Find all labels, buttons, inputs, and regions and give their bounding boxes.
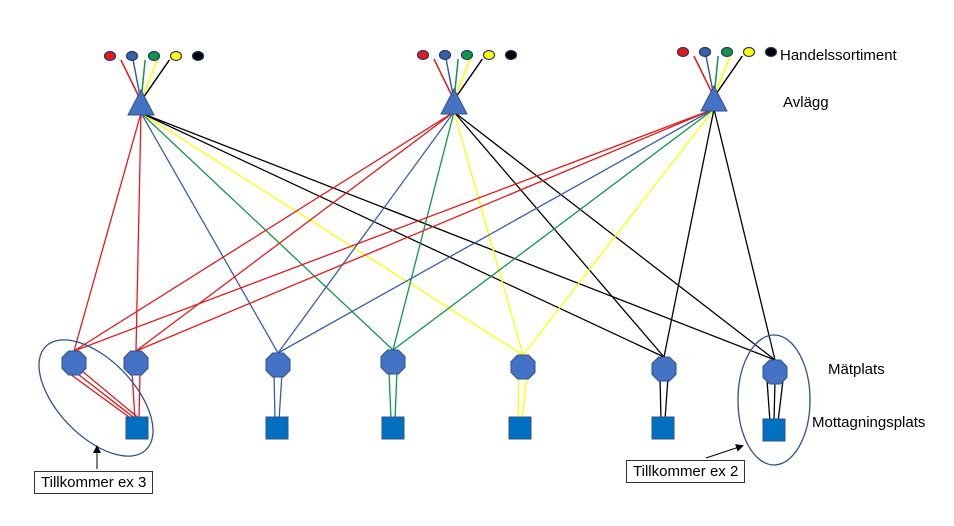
assortment-dot-0-3: [169, 50, 183, 62]
assortment-dot-0-4: [191, 50, 205, 62]
assortment-layer: [103, 46, 778, 102]
assortment-dot-0-1: [125, 50, 139, 62]
flow-edge-2-2: [277, 108, 715, 354]
callout-ex2: Tillkommer ex 2: [626, 460, 746, 483]
site-link-1-1: [138, 370, 141, 421]
assortment-stem-2-0: [693, 55, 715, 98]
flow-edge-0-2: [140, 112, 279, 354]
site-link-0-2: [81, 370, 142, 421]
site-link-5-1: [664, 376, 669, 421]
measuring-site-octagon-2: [265, 352, 291, 378]
flow-edge-0-4: [140, 112, 524, 356]
assortment-stem-1-0: [433, 58, 455, 101]
site-link-1-0: [131, 370, 136, 421]
receiving-site-square-4: [651, 416, 675, 440]
flow-edge-0-3: [140, 112, 394, 351]
assortment-dot-2-0: [676, 46, 690, 58]
landing-triangle-2: [700, 84, 728, 112]
site-link-2-1: [278, 372, 283, 421]
flow-edge-0-6: [140, 112, 776, 361]
receiving-site-square-2: [381, 416, 405, 440]
matplats-label: Mätplats: [828, 361, 885, 378]
assortment-dot-0-2: [147, 50, 161, 62]
assortment-dot-2-4: [764, 46, 778, 58]
flow-edge-1-0: [73, 111, 455, 352]
measuring-site-octagon-6: [762, 359, 788, 385]
assortment-dot-1-3: [482, 49, 496, 61]
assortment-dot-2-1: [698, 46, 712, 58]
flow-edge-1-1: [135, 111, 455, 352]
callout-ex3: Tillkommer ex 3: [34, 471, 154, 494]
landing-triangle-1: [440, 87, 468, 115]
measuring-site-octagon-3: [380, 349, 406, 375]
flow-edge-1-5: [453, 111, 665, 358]
assortment-dot-1-1: [438, 49, 452, 61]
assortment-stem-0-0: [120, 59, 142, 102]
site-link-4-1: [521, 374, 528, 421]
site-link-6-2: [777, 379, 784, 423]
avlagg-label: Avlägg: [783, 94, 829, 111]
landing-triangle-0: [127, 88, 155, 116]
receiving-site-square-1: [265, 416, 289, 440]
assortment-dot-1-2: [460, 49, 474, 61]
site-link-0-0: [65, 370, 134, 421]
site-link-6-0: [766, 379, 771, 423]
site-link-5-0: [659, 376, 662, 421]
flow-edge-1-2: [277, 111, 455, 354]
flow-edge-2-1: [135, 108, 715, 352]
measuring-site-octagon-1: [123, 350, 149, 376]
assortment-dot-1-0: [416, 49, 430, 61]
flow-edge-2-4: [522, 108, 715, 356]
flow-edge-2-0: [73, 108, 715, 352]
site-link-6-1: [773, 379, 776, 423]
measuring-site-octagon-5: [651, 356, 677, 382]
handelssortiment-label: Handelssortiment: [780, 47, 897, 64]
receiving-site-square-0: [125, 416, 149, 440]
flow-edge-1-4: [453, 111, 524, 356]
flow-edge-0-5: [140, 112, 665, 358]
assortment-stem-2-4: [713, 55, 743, 98]
assortment-stem-1-4: [453, 58, 483, 101]
assortment-dot-0-0: [103, 50, 117, 62]
arrow-ex2: [705, 444, 744, 459]
flow-edge-0-1: [135, 112, 142, 352]
node-layer: [61, 84, 788, 442]
assortment-dot-2-2: [720, 46, 734, 58]
highlight-ellipse-ex3: [38, 339, 154, 457]
site-link-4-0: [517, 374, 520, 421]
assortment-dot-1-4: [504, 49, 518, 61]
highlight-ellipse-ex2: [737, 334, 811, 466]
receiving-site-square-5: [762, 418, 786, 442]
site-link-2-0: [273, 372, 276, 421]
assortment-dot-2-3: [742, 46, 756, 58]
flow-edge-2-5: [663, 108, 715, 358]
edge-layer: [65, 108, 784, 423]
receiving-site-square-3: [508, 416, 532, 440]
flow-edge-0-0: [73, 112, 142, 352]
flow-edge-2-6: [713, 108, 776, 361]
measuring-site-octagon-4: [510, 354, 536, 380]
annotation-layer: [38, 334, 811, 469]
mottagningsplats-label: Mottagningsplats: [812, 414, 926, 431]
flow-edge-2-3: [392, 108, 715, 351]
measuring-site-octagon-0: [61, 350, 87, 376]
site-link-0-1: [73, 370, 138, 421]
flow-edge-1-6: [453, 111, 776, 361]
site-link-3-0: [388, 369, 392, 421]
assortment-stem-0-4: [140, 59, 170, 102]
site-link-3-1: [394, 369, 398, 421]
